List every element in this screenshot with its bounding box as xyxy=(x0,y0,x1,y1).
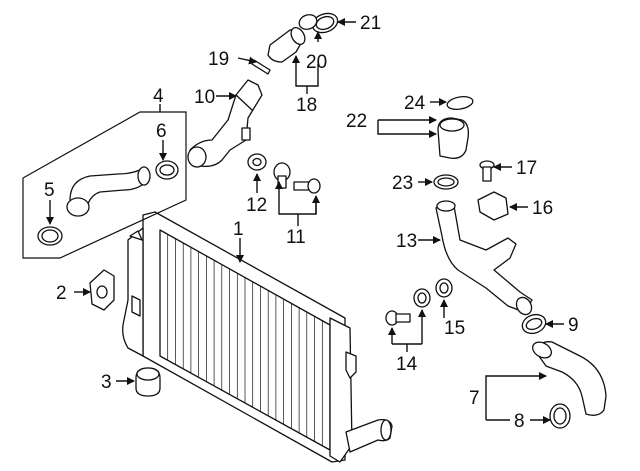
grommet-part[interactable] xyxy=(135,367,161,397)
callout-23[interactable]: 23 xyxy=(392,173,413,194)
bolt-part-14b[interactable] xyxy=(413,288,431,308)
callout-5[interactable]: 5 xyxy=(44,180,55,201)
kit-4-outline xyxy=(22,111,187,259)
callout-1[interactable]: 1 xyxy=(233,219,244,240)
callout-21[interactable]: 21 xyxy=(360,13,381,34)
outlet-pipe-part-13[interactable] xyxy=(435,200,535,317)
bolt-part-14a[interactable] xyxy=(385,310,411,326)
bolt-part-11a[interactable] xyxy=(273,162,291,189)
ring-part-8[interactable] xyxy=(549,403,571,429)
callout-13[interactable]: 13 xyxy=(396,231,417,252)
callout-9[interactable]: 9 xyxy=(568,315,579,336)
hose-part-5[interactable] xyxy=(66,166,151,217)
ring-part-21[interactable] xyxy=(310,10,341,36)
washer-part-15[interactable] xyxy=(435,278,453,298)
callout-8[interactable]: 8 xyxy=(514,411,525,432)
intake-pipe-part-10[interactable] xyxy=(187,79,263,168)
callout-12[interactable]: 12 xyxy=(246,195,267,216)
o-ring-part-20[interactable] xyxy=(297,12,319,31)
clamp-part-23[interactable] xyxy=(433,174,459,190)
bolt-part-11b[interactable] xyxy=(293,178,321,194)
callout-11[interactable]: 11 xyxy=(286,227,306,248)
callout-2[interactable]: 2 xyxy=(56,283,67,304)
callout-20[interactable]: 20 xyxy=(306,52,327,73)
callout-22[interactable]: 22 xyxy=(346,111,367,132)
callout-24[interactable]: 24 xyxy=(404,93,426,114)
callout-labels: 1 2 3 4 5 6 7 8 9 10 11 12 13 14 15 16 1… xyxy=(44,13,579,432)
callout-18[interactable]: 18 xyxy=(296,95,317,116)
callout-16[interactable]: 16 xyxy=(532,198,553,219)
callout-14[interactable]: 14 xyxy=(396,354,418,375)
callout-15[interactable]: 15 xyxy=(444,318,465,339)
hose-part-7[interactable] xyxy=(530,339,607,416)
sensor-part-16[interactable] xyxy=(477,191,509,221)
callout-4[interactable]: 4 xyxy=(153,86,164,107)
callout-19[interactable]: 19 xyxy=(208,49,229,70)
hose-coupler-part-22[interactable] xyxy=(437,117,470,159)
callout-6[interactable]: 6 xyxy=(156,121,167,142)
leader-lines xyxy=(46,18,564,424)
bolt-part-17[interactable] xyxy=(479,160,495,182)
intercooler-fins xyxy=(167,234,323,446)
ring-part-24[interactable] xyxy=(446,95,474,111)
callout-3[interactable]: 3 xyxy=(101,372,112,393)
callout-7[interactable]: 7 xyxy=(469,388,480,409)
connector-hose-part-18[interactable] xyxy=(267,25,308,63)
clamp-ring-part-5[interactable] xyxy=(37,226,63,246)
bracket-part[interactable] xyxy=(89,269,115,311)
callout-10[interactable]: 10 xyxy=(194,87,215,108)
washer-part-12[interactable] xyxy=(247,153,267,171)
callout-17[interactable]: 17 xyxy=(516,158,537,179)
intercooler-part[interactable] xyxy=(122,211,393,463)
o-ring-part-6[interactable] xyxy=(155,160,179,180)
clamp-part-9[interactable] xyxy=(520,311,549,336)
